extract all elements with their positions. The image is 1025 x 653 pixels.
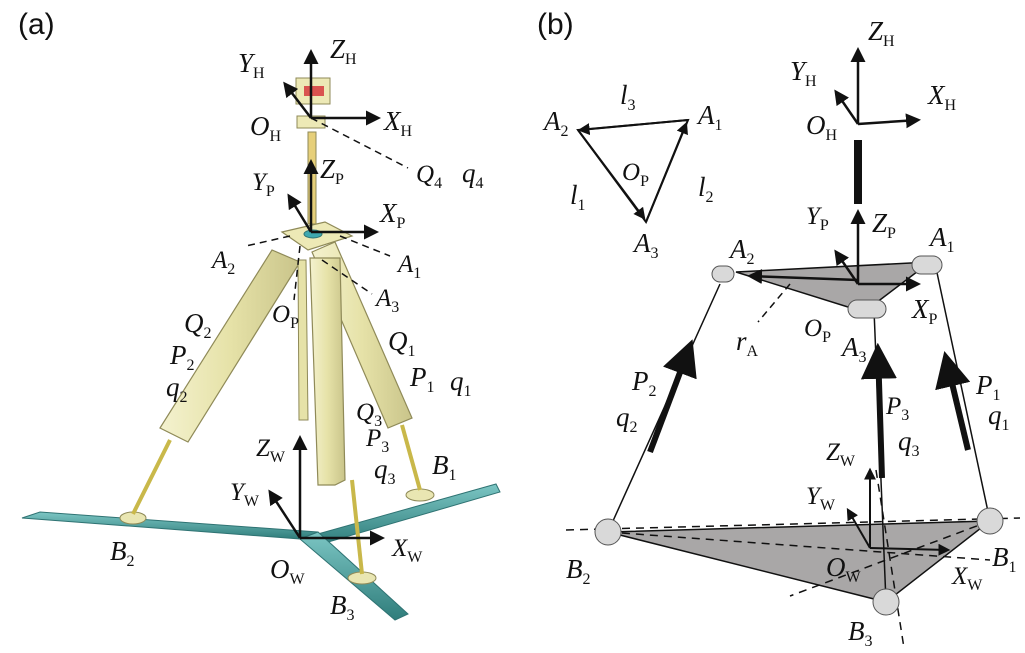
rod-2 — [131, 439, 172, 515]
label-b-a3: A3 — [840, 332, 867, 366]
label-a-a2: A2 — [210, 247, 235, 278]
label-a-oh: OH — [250, 111, 282, 145]
panel-a: (a) Z — [18, 8, 501, 624]
ground-rails — [21, 483, 501, 621]
label-b-q2: q2 — [616, 402, 638, 436]
joint-b2 — [594, 518, 622, 546]
label-b-yh: YH — [790, 56, 817, 90]
label-b-tri-l2: l2 — [698, 172, 714, 206]
label-a-yw: YW — [230, 479, 260, 510]
label-b-oh: OH — [806, 110, 838, 144]
label-a-q4-point: Q4 — [416, 161, 442, 192]
panel-b: (b) A2 A1 A3 l3 l1 l2 OP — [537, 8, 1021, 650]
label-b-tri-a1: A1 — [696, 100, 723, 134]
label-a-p2: P2 — [169, 340, 195, 374]
platform-triangle-inset — [576, 118, 690, 225]
label-a-b1: B1 — [432, 450, 457, 484]
label-a-q1-point: Q1 — [388, 326, 416, 360]
kinematic-legs — [607, 267, 991, 603]
head-camera — [295, 77, 331, 105]
label-a-p3: P3 — [365, 425, 389, 456]
label-a-q2-var: q2 — [166, 372, 188, 406]
label-b-p2: P2 — [631, 366, 657, 400]
panel-b-tag: (b) — [537, 8, 574, 41]
label-a-zw: ZW — [256, 435, 286, 466]
label-b-op: OP — [804, 315, 831, 346]
label-b-b2: B2 — [566, 554, 591, 588]
label-a-q1-var: q1 — [450, 366, 472, 400]
label-b-tri-op: OP — [622, 159, 649, 190]
frame-w-b — [846, 467, 951, 556]
label-a-a1: A1 — [396, 251, 421, 282]
label-b-q3: q3 — [898, 426, 920, 460]
base-triangle — [565, 469, 1021, 649]
rod-3 — [350, 479, 364, 575]
label-a-yp: YP — [252, 169, 275, 200]
frame-h-a — [283, 49, 409, 169]
label-b-yw: YW — [806, 483, 836, 514]
leg-3 — [309, 257, 346, 486]
foot-b1 — [405, 488, 435, 502]
label-a-xw: XW — [391, 535, 423, 566]
label-b-xw: XW — [951, 563, 983, 594]
label-b-yp: YP — [806, 203, 829, 234]
frame-h-b — [834, 47, 921, 204]
label-a-q3-point: Q3 — [356, 399, 382, 430]
rod-1 — [400, 424, 422, 491]
moving-platform-b — [735, 261, 933, 313]
label-b-zw: ZW — [826, 439, 856, 470]
label-b-tri-a3: A3 — [632, 228, 659, 262]
joint-b1 — [976, 507, 1004, 535]
label-b-ra: rA — [736, 326, 759, 360]
label-b-tri-l1: l1 — [570, 180, 586, 214]
joint-b3 — [872, 588, 900, 616]
panel-a-tag: (a) — [18, 8, 55, 41]
head-camera-lens — [304, 86, 324, 96]
label-b-zh: ZH — [868, 16, 895, 50]
label-b-p1: P1 — [975, 370, 1001, 404]
label-a-ow: OW — [270, 554, 306, 588]
label-b-ow: OW — [826, 552, 862, 586]
label-b-b1: B1 — [992, 542, 1017, 576]
label-b-p3: P3 — [885, 393, 909, 424]
label-a-q4-var: q4 — [462, 158, 484, 192]
frame-p-a — [245, 159, 391, 301]
platform-vector-a2 — [747, 268, 859, 284]
label-b-tri-a2: A2 — [542, 106, 569, 140]
label-a-xh: XH — [383, 106, 413, 140]
label-b-tri-l3: l3 — [620, 80, 636, 114]
label-a-b3: B3 — [330, 590, 355, 624]
label-b-zp: ZP — [872, 208, 896, 242]
label-a-zp: ZP — [320, 154, 344, 188]
frame-w-a — [268, 435, 385, 546]
ra-indicator — [757, 283, 791, 323]
label-b-xh: XH — [927, 80, 957, 114]
frame-p-b — [834, 209, 921, 292]
inner-post — [297, 259, 309, 421]
label-b-q1: q1 — [988, 400, 1010, 434]
joint-a3 — [847, 299, 887, 319]
label-a-op: OP — [272, 301, 299, 332]
label-a-yh: YH — [238, 48, 265, 82]
label-b-xp: XP — [911, 294, 938, 328]
label-a-b2: B2 — [110, 536, 135, 570]
joint-a2 — [711, 265, 735, 283]
label-b-a1: A1 — [928, 222, 955, 256]
label-a-q2-point: Q2 — [184, 308, 212, 342]
label-a-p1: P1 — [409, 362, 435, 396]
joint-a1 — [911, 255, 943, 275]
label-a-zh: ZH — [330, 34, 357, 68]
label-a-q3-var: q3 — [374, 454, 396, 488]
label-b-b3: B3 — [848, 616, 873, 650]
label-a-xp: XP — [379, 198, 406, 232]
label-b-a2: A2 — [728, 234, 755, 268]
label-a-a3: A3 — [374, 285, 399, 316]
